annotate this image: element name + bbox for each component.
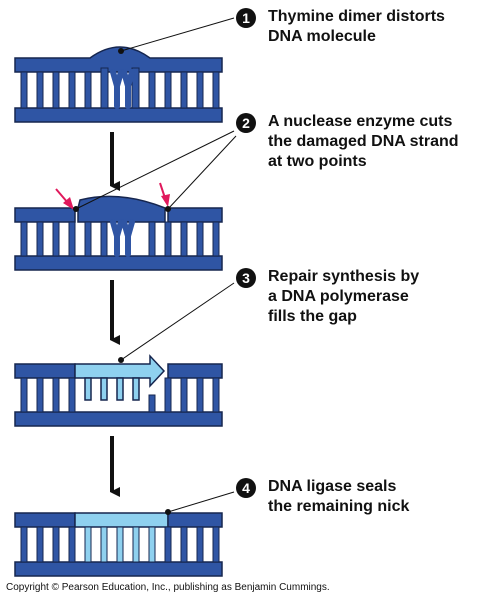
step-1-caption: Thymine dimer distorts DNA molecule (268, 7, 445, 47)
dna-top-strand-right (167, 512, 223, 528)
dna-bottom-strand (14, 411, 223, 427)
step-2-leader-line-left (75, 130, 235, 210)
step-2-line-2: the damaged DNA strand (268, 133, 459, 150)
cut-site-arrow-left (55, 188, 74, 210)
thymine-dimer (110, 219, 135, 257)
base-pairs (20, 526, 220, 563)
step-1-number-badge: 1 (236, 8, 256, 28)
step-2-leader-line-right (167, 135, 237, 210)
step-2-line-3: at two points (268, 153, 367, 170)
dna-top-strand-right (167, 363, 223, 379)
dna-bottom-strand (14, 561, 223, 577)
step-3-line-1: Repair synthesis by (268, 268, 420, 285)
dna-top-strand-left (14, 363, 76, 379)
dna-panel-cut (14, 130, 237, 271)
step-3-line-3: fills the gap (268, 308, 357, 325)
dna-bottom-strand (14, 255, 223, 271)
copyright-notice: Copyright © Pearson Education, Inc., pub… (6, 582, 330, 593)
step-3-leader-line (120, 282, 235, 361)
thymine-dimer (110, 69, 135, 109)
base-pairs (20, 221, 220, 257)
dna-panel-synthesis (14, 282, 235, 427)
step-3-caption: Repair synthesis by a DNA polymerase fil… (268, 267, 419, 327)
step-1-line-1: Thymine dimer distorts (268, 8, 445, 25)
step-3-number-badge: 3 (236, 268, 256, 288)
base-pairs (20, 67, 220, 109)
step-4-line-1: DNA ligase seals (268, 478, 397, 495)
step-4-line-2: the remaining nick (268, 498, 410, 515)
step-1-leader-line (120, 17, 235, 52)
dna-top-strand-left (14, 512, 76, 528)
dna-top-strand-right (167, 207, 223, 223)
step-1-line-2: DNA molecule (268, 28, 376, 45)
new-base-pairs (84, 526, 156, 563)
new-dna-segment (74, 354, 166, 401)
step-4-number-badge: 4 (236, 478, 256, 498)
step-3-line-2: a DNA polymerase (268, 288, 409, 305)
dna-panel-damaged (14, 17, 235, 123)
excised-segment (77, 195, 166, 223)
step-4-leader-line (167, 491, 235, 513)
dna-bottom-strand (14, 107, 223, 123)
step-2-number-badge: 2 (236, 113, 256, 133)
dna-panel-sealed (14, 491, 235, 577)
step-4-caption: DNA ligase seals the remaining nick (268, 477, 409, 517)
dna-top-strand-left (14, 207, 76, 223)
step-2-caption: A nuclease enzyme cuts the damaged DNA s… (268, 112, 459, 172)
new-dna-top-strand (74, 512, 169, 528)
cut-site-arrow-right (159, 182, 170, 207)
base-pairs (20, 377, 220, 413)
step-2-line-1: A nuclease enzyme cuts (268, 113, 453, 130)
